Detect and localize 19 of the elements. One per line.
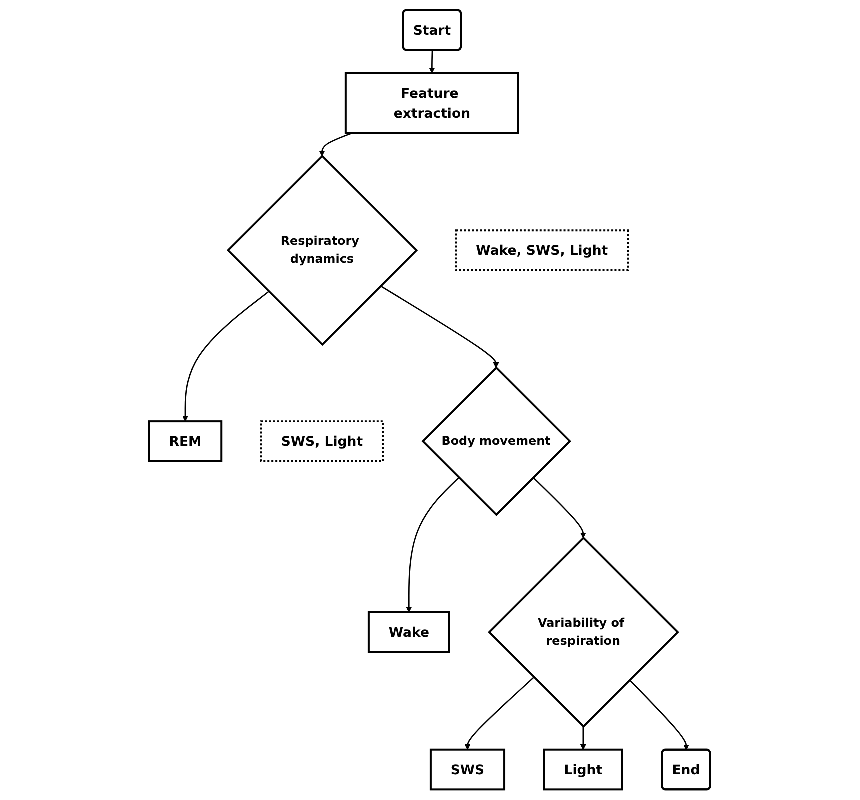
node-diamond: Variability of respiration	[488, 536, 680, 728]
node-diamond: Respiratory dynamics	[227, 154, 418, 346]
arrow	[380, 286, 500, 368]
arrow	[630, 680, 690, 750]
arrow	[430, 50, 436, 74]
arrow	[580, 726, 587, 750]
node-box: Wake, SWS, Light	[456, 230, 630, 272]
node-box: Feature extraction	[345, 72, 520, 134]
arrow	[182, 291, 270, 422]
arrow	[320, 132, 354, 157]
node-box: Light	[544, 748, 624, 791]
arrow	[406, 477, 460, 613]
arrow	[465, 676, 535, 750]
node-box: SWS	[430, 748, 506, 791]
node-box: SWS, Light	[260, 420, 384, 462]
node-box: REM	[148, 420, 223, 462]
arrow	[533, 477, 587, 538]
node-box: Wake	[368, 612, 451, 654]
node-diamond: Body movement	[422, 366, 572, 516]
